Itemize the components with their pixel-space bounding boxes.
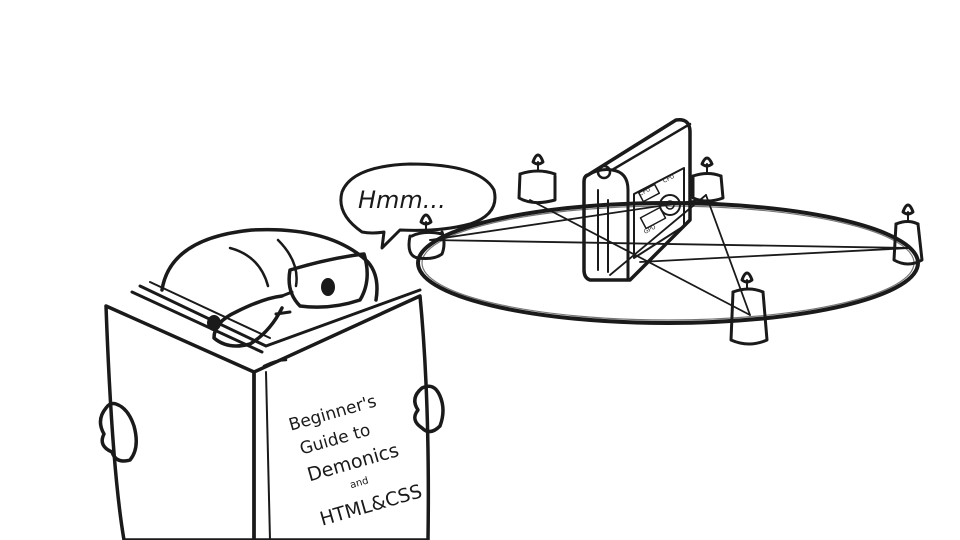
computer-label-cpu: CPU [638, 186, 652, 198]
reader-hair [160, 227, 379, 302]
speech-bubble: Hmm... [339, 162, 497, 250]
candle-back-right [691, 156, 725, 203]
hand-right [413, 384, 445, 434]
book-title: Beginner's Guide to Demonics and HTML&CS… [287, 391, 425, 530]
book-title-line-5: HTML&CSS [317, 480, 424, 530]
pentagram [429, 194, 911, 316]
computer-label-cpu-2: CPU [662, 173, 676, 185]
book: Beginner's Guide to Demonics and HTML&CS… [104, 281, 431, 540]
hand-left [98, 401, 138, 463]
book-title-line-4: and [349, 475, 370, 491]
computer-tower: CPU GPU CPU [582, 118, 692, 282]
eyebrow [274, 310, 292, 316]
candle-front [729, 271, 769, 346]
candle-left [407, 213, 446, 260]
speech-bubble-text: Hmm... [358, 186, 446, 214]
candle-back-left [517, 153, 557, 205]
circle-outline [416, 201, 920, 325]
book-front-cover [252, 294, 431, 540]
eye-right [321, 278, 335, 296]
power-button-icon [596, 164, 612, 180]
glasses [212, 252, 369, 348]
candle-right [892, 203, 924, 266]
book-back-cover [104, 304, 256, 540]
